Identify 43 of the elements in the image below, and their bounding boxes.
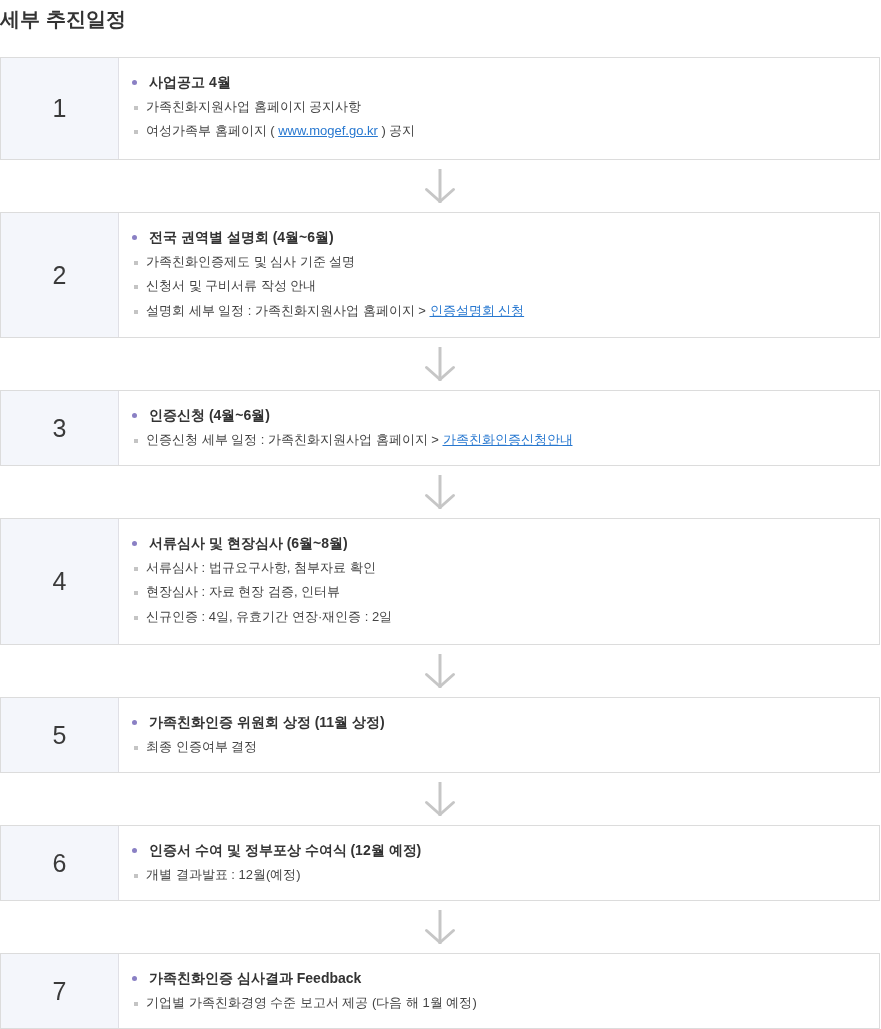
step-detail: 현장심사 : 자료 현장 검증, 인터뷰 [146, 583, 341, 601]
link: 가족친화인증신청안내 [442, 431, 573, 447]
step-box [0, 390, 880, 466]
step-box [0, 953, 880, 1029]
link: 인증설명회 신청 [429, 302, 525, 318]
step-heading: 인증신청 (4월~6월) [149, 406, 270, 425]
step-detail: 여성가족부 홈페이지 ( www.mogef.go.kr ) 공지 [146, 122, 416, 140]
arrow [425, 654, 455, 688]
step-detail: 최종 인증여부 결정 [146, 737, 258, 756]
step-detail: 신규인증 : 4일, 유효기간 연장·재인증 : 2일 [146, 607, 393, 626]
step-heading: 사업공고 4월 [149, 73, 231, 92]
step-box [0, 212, 880, 338]
arrow [425, 910, 455, 944]
arrow [425, 347, 455, 381]
step-heading: 전국 권역별 설명회 (4월~6월) [149, 228, 334, 247]
step-detail: 개별 결과발표 : 12월(예정) [146, 865, 301, 884]
step-detail: 신청서 및 구비서류 작성 안내 [146, 277, 317, 295]
arrow [425, 169, 455, 203]
number-cell: 4 [1, 519, 119, 644]
step-detail: 설명회 세부 일정 : 가족친화지원사업 홈페이지 > 인증설명회 신청 [146, 301, 525, 320]
step-detail: 서류심사 : 법규요구사항, 첨부자료 확인 [146, 558, 376, 577]
step-heading: 가족친화인증 위원회 상정 (11월 상정) [149, 713, 385, 732]
arrow [425, 782, 455, 816]
number-cell: 7 [1, 954, 119, 1028]
number-cell: 6 [1, 826, 119, 900]
number-cell: 1 [1, 58, 119, 159]
step-heading: 서류심사 및 현장심사 (6월~8월) [149, 534, 348, 553]
step-detail: 가족친화인증제도 및 심사 기준 설명 [146, 252, 356, 271]
step-heading: 인증서 수여 및 정부포상 수여식 (12월 예정) [149, 841, 422, 860]
number-cell: 2 [1, 213, 119, 337]
page-title: 세부 추진일정 [0, 7, 126, 32]
step-detail: 기업별 가족친화경영 수준 보고서 제공 (다음 해 1월 예정) [146, 993, 477, 1012]
step-detail: 인증신청 세부 일정 : 가족친화지원사업 홈페이지 > 가족친화인증신청안내 [146, 430, 573, 449]
step-box [0, 518, 880, 645]
link: www.mogef.go.kr [278, 123, 378, 138]
step-box [0, 697, 880, 773]
step-box [0, 825, 880, 901]
number-cell: 5 [1, 698, 119, 772]
step-detail: 가족친화지원사업 홈페이지 공지사항 [146, 97, 362, 116]
number-cell: 3 [1, 391, 119, 465]
step-heading: 가족친화인증 심사결과 Feedback [149, 969, 362, 988]
step-box [0, 57, 880, 160]
arrow [425, 475, 455, 509]
